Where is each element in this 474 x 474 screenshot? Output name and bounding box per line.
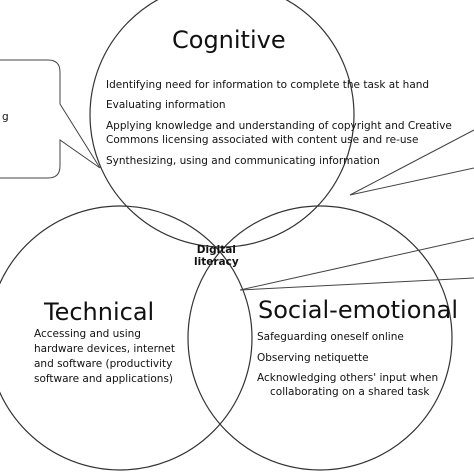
technical-title: Technical xyxy=(44,298,155,326)
technical-item-1: Accessing and using xyxy=(34,328,141,340)
left-callout-box xyxy=(0,59,101,179)
cognitive-circle xyxy=(89,0,355,248)
technical-item-4: software and applications) xyxy=(34,373,174,385)
cognitive-item-5: Synthesizing, using and communicating in… xyxy=(106,155,380,167)
social-emotional-item-4: collaborating on a shared task xyxy=(270,386,430,398)
technical-item-2: hardware devices, internet xyxy=(34,343,175,355)
social-emotional-circle xyxy=(187,205,453,471)
cognitive-item-3: Applying knowledge and understanding of … xyxy=(106,120,452,132)
right-callout-upper-line xyxy=(349,129,474,196)
social-emotional-title: Social-emotional xyxy=(258,296,458,324)
center-label-line1: Digital xyxy=(196,244,236,256)
technical-item-3: and software (productivity xyxy=(34,358,173,370)
cognitive-title: Cognitive xyxy=(172,26,286,54)
center-label-line2: literacy xyxy=(194,256,239,268)
social-emotional-item-1: Safeguarding oneself online xyxy=(257,331,404,343)
right-callout-pointer-lower xyxy=(239,277,474,291)
right-callout-lower-line xyxy=(349,167,474,196)
right-callout-pointer-upper xyxy=(239,237,474,291)
cognitive-item-1: Identifying need for information to comp… xyxy=(106,79,430,91)
social-emotional-item-3: Acknowledging others' input when xyxy=(257,372,439,384)
left-callout-text: g xyxy=(2,111,9,123)
cognitive-item-2: Evaluating information xyxy=(106,99,226,111)
social-emotional-item-2: Observing netiquette xyxy=(257,352,369,364)
center-label: Digital literacy xyxy=(194,244,239,268)
technical-circle xyxy=(0,205,253,471)
cognitive-item-4: Commons licensing associated with conten… xyxy=(106,134,419,146)
